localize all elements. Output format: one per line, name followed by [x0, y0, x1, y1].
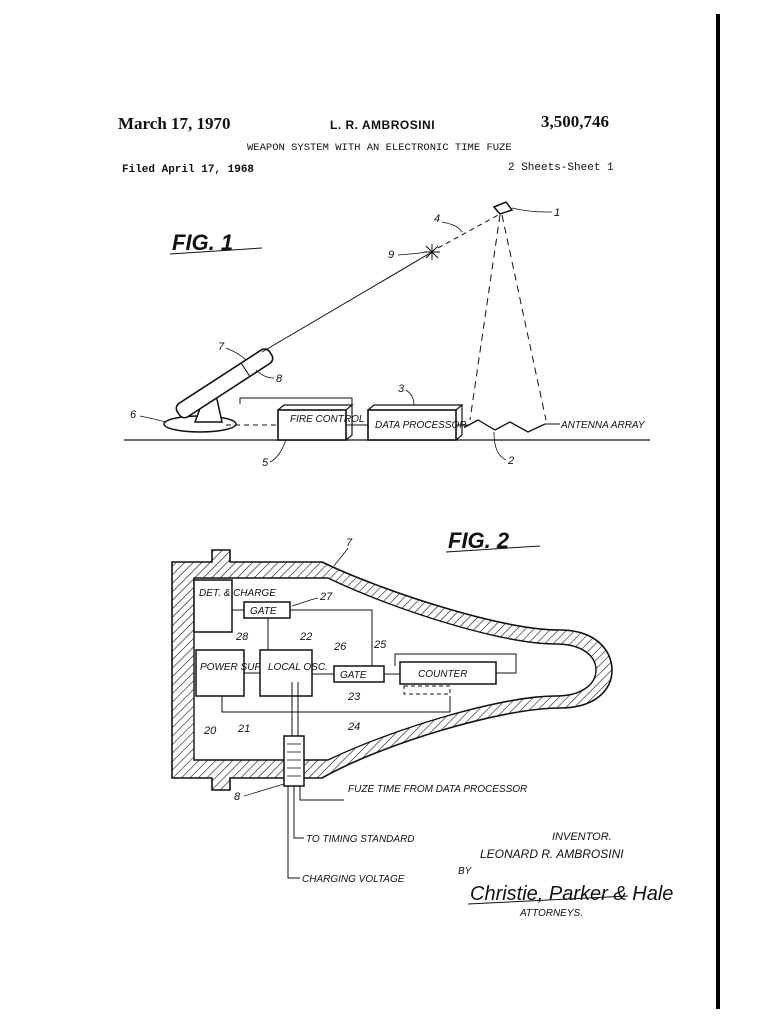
gate-top-feed — [290, 609, 373, 666]
leader-1 — [511, 207, 553, 213]
leader2-8 — [243, 783, 285, 797]
fire-control-box-depth — [277, 404, 354, 441]
counter-preset — [403, 685, 451, 695]
ref-21: 21 — [237, 723, 250, 735]
fig2-label-underline — [445, 545, 541, 553]
target-aircraft — [492, 201, 514, 215]
burst-point — [424, 244, 440, 260]
power-supply-box — [195, 649, 245, 697]
ref-26: 26 — [333, 641, 347, 653]
ref-8: 8 — [276, 373, 283, 385]
radar-track-line — [437, 213, 501, 249]
fig2-label: FIG. 2 — [448, 528, 510, 553]
fuze-connector — [283, 735, 305, 787]
ref-20: 20 — [203, 725, 217, 737]
gate-mid-label: GATE — [340, 670, 367, 681]
connector-pins — [287, 743, 301, 777]
projectile-trajectory — [261, 251, 433, 353]
leader-27 — [291, 597, 319, 607]
lead-fuze-time — [299, 786, 344, 801]
ref-2: 2 — [507, 455, 514, 467]
radar-beam-right — [501, 214, 547, 421]
timing-standard-label: TO TIMING STANDARD — [306, 834, 415, 845]
ref-9: 9 — [388, 249, 394, 261]
leader-8 — [255, 369, 275, 379]
radar-beam-left — [469, 214, 501, 421]
leader2-7 — [333, 547, 349, 567]
local-osc-box — [259, 649, 313, 697]
fig1-label: FIG. 1 — [172, 230, 233, 255]
filed-date: Filed April 17, 1968 — [122, 164, 255, 176]
ref2-7: 7 — [346, 537, 353, 549]
leader-9 — [397, 251, 427, 256]
power-bus — [221, 696, 451, 713]
lead-charging-voltage — [287, 786, 300, 879]
ref-24: 24 — [347, 721, 360, 733]
sheet-count: 2 Sheets-Sheet 1 — [508, 162, 614, 174]
fig1: FIG. 1 ANTENNA ARRAY — [124, 201, 650, 469]
leader-6 — [139, 415, 167, 423]
leader-3 — [405, 389, 415, 406]
data-processor-label: DATA PROCESSOR — [375, 420, 467, 431]
data-processor-box-depth — [367, 404, 464, 441]
fig2: FIG. 2 DET. & CHARGE GATE POWER SUPPLY L… — [171, 528, 613, 885]
fuze-cavity — [193, 577, 597, 761]
ref-28: 28 — [235, 631, 249, 643]
counter-label: COUNTER — [418, 669, 467, 680]
ref-23: 23 — [347, 691, 361, 703]
leader-7 — [225, 347, 247, 361]
gun-barrel-band — [240, 362, 251, 377]
counter-feedback — [394, 653, 517, 674]
ref-25: 25 — [373, 639, 387, 651]
ref-27: 27 — [319, 591, 333, 603]
ref-7: 7 — [218, 341, 225, 353]
patent-number: 3,500,746 — [541, 112, 609, 131]
local-osc-label: LOCAL OSC. — [268, 662, 328, 673]
patent-title: WEAPON SYSTEM WITH AN ELECTRONIC TIME FU… — [247, 142, 512, 154]
ref2-8: 8 — [234, 791, 241, 803]
ref-1: 1 — [554, 207, 560, 219]
antenna-array-label: ANTENNA ARRAY — [560, 420, 646, 431]
det-charge-label: DET. & CHARGE — [199, 588, 276, 599]
patent-date: March 17, 1970 — [118, 114, 231, 133]
gun-barrel — [175, 348, 274, 419]
fire-control-label: FIRE CONTROL — [290, 414, 364, 425]
inventor-name: LEONARD R. AMBROSINI — [480, 847, 624, 861]
gate-top-label: GATE — [250, 606, 277, 617]
ref-5: 5 — [262, 457, 269, 469]
signature-block: INVENTOR. LEONARD R. AMBROSINI BY Christ… — [458, 831, 673, 919]
det-charge-box — [193, 579, 233, 633]
attorneys-label: ATTORNEYS. — [519, 908, 583, 919]
page-edge-bar — [716, 14, 720, 1009]
ref-4: 4 — [434, 213, 440, 225]
ref-3: 3 — [398, 383, 405, 395]
leader-5 — [269, 439, 287, 463]
leader-4 — [441, 221, 463, 233]
fig1-label-underline — [169, 247, 263, 255]
leader-2 — [493, 431, 507, 461]
inventor-heading: INVENTOR. — [552, 831, 612, 843]
signature-line — [467, 895, 629, 905]
fire-control-box — [277, 409, 347, 441]
lead-timing-standard — [293, 786, 304, 839]
antenna-array-mark — [464, 419, 546, 433]
by-label: BY — [458, 866, 473, 877]
charging-voltage-label: CHARGING VOLTAGE — [302, 874, 405, 885]
patent-inventor: L. R. AMBROSINI — [330, 118, 436, 132]
fc-fuze-link — [239, 397, 353, 405]
ref-6: 6 — [130, 409, 137, 421]
power-supply-label: POWER SUPPLY — [200, 662, 280, 673]
ref-22: 22 — [299, 631, 312, 643]
fuze-time-label: FUZE TIME FROM DATA PROCESSOR — [348, 784, 527, 795]
attorney-firm-signature: Christie, Parker & Hale — [470, 883, 673, 905]
